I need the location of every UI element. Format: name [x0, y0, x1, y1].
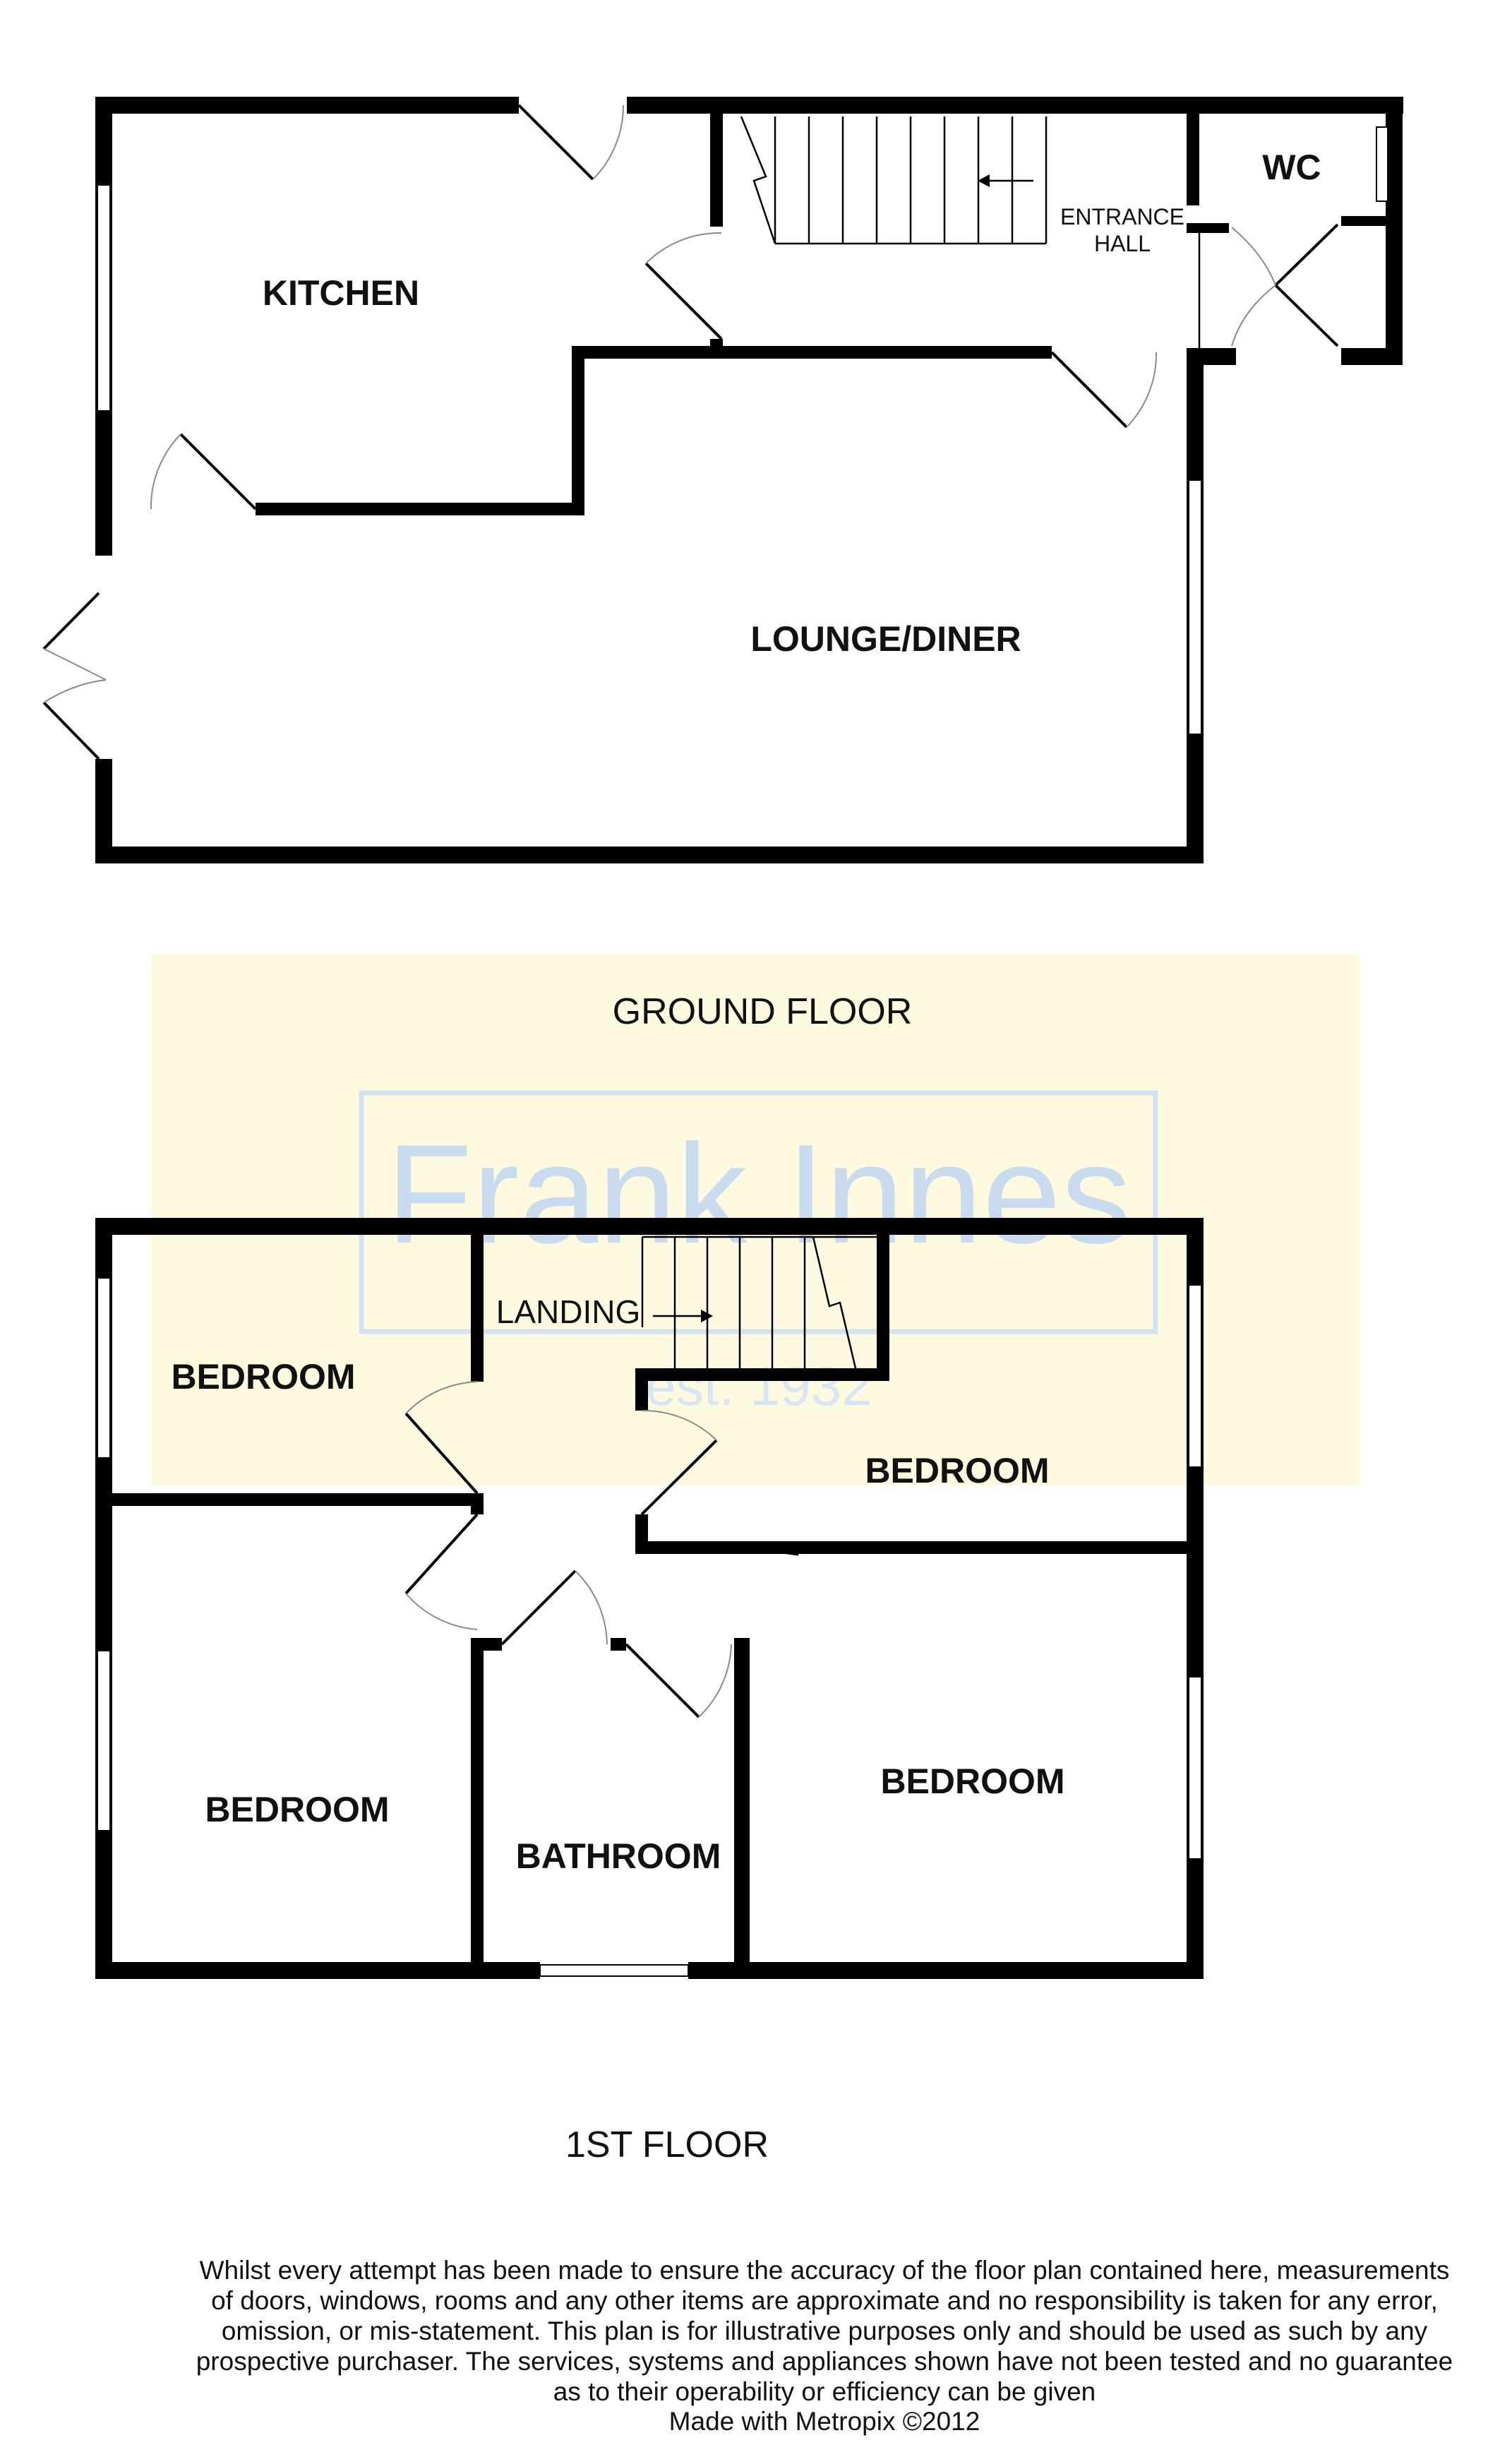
door-swing [43, 679, 107, 703]
wall [95, 759, 112, 863]
window [1188, 1284, 1202, 1468]
wall [572, 346, 1052, 359]
window [539, 1964, 689, 1977]
wall [471, 1235, 484, 1382]
wall [627, 97, 1403, 114]
door-swing [43, 648, 107, 681]
disclaimer-line: omission, or mis-statement. This plan is… [222, 2316, 1428, 2345]
wall [710, 114, 723, 227]
stair-arrow-head [978, 174, 990, 187]
room-label-lounge-diner: LOUNGE/DINER [750, 619, 1021, 659]
door [404, 1412, 479, 1495]
wall [734, 1638, 750, 1979]
door-swing [1231, 285, 1276, 347]
room-label-entrance-hall: ENTRANCE [1060, 204, 1184, 229]
wall [635, 1541, 1204, 1554]
door-swing [405, 1381, 478, 1414]
wall [95, 1962, 540, 1979]
wall [611, 1638, 626, 1651]
wall [1341, 348, 1403, 365]
wall [112, 1493, 484, 1506]
ground-floor-label: GROUND FLOOR [613, 991, 913, 1032]
room-label-entrance-hall-line2: HALL [1094, 231, 1151, 256]
wall [484, 1638, 502, 1651]
room-label-bathroom: BATHROOM [516, 1836, 721, 1876]
first-floor-label: 1ST FLOOR [565, 2124, 769, 2165]
door [517, 104, 594, 181]
door-swing [150, 433, 181, 510]
room-label-wc: WC [1262, 148, 1321, 187]
door [1274, 284, 1339, 347]
wall [95, 97, 519, 114]
wall [1187, 114, 1199, 205]
wall [1187, 223, 1229, 233]
wall [877, 1235, 889, 1381]
door [42, 592, 100, 650]
window [97, 184, 111, 412]
door-swing [1126, 352, 1158, 428]
first-floor-stairs [641, 1236, 877, 1369]
wall [1341, 216, 1403, 226]
disclaimer-line: as to their operability or efficiency ca… [553, 2377, 1096, 2406]
room-label-bedroom-top-left: BEDROOM [171, 1357, 355, 1397]
room-label-bedroom-bottom-right: BEDROOM [880, 1762, 1064, 1801]
wall [471, 1493, 484, 1514]
wall [572, 346, 584, 515]
door-swing [645, 232, 722, 264]
wall [95, 1218, 1204, 1235]
watermark-name: Frank Innes [386, 1116, 1132, 1273]
wall [635, 1368, 889, 1381]
disclaimer-line: of doors, windows, rooms and any other i… [211, 2286, 1438, 2315]
door [404, 1513, 479, 1595]
window [1376, 126, 1388, 202]
disclaimer: Whilst every attempt has been made to en… [196, 2256, 1453, 2436]
room-label-bedroom-top-right: BEDROOM [865, 1451, 1049, 1490]
door [42, 701, 100, 760]
door-swing [698, 1644, 732, 1718]
watermark-frame [359, 1090, 1158, 1334]
disclaimer-credit: Made with Metropix ©2012 [669, 2407, 980, 2436]
door-swing [405, 1593, 478, 1630]
door [625, 1643, 700, 1718]
wall [256, 503, 584, 515]
first-floor-plan [95, 1218, 1204, 1979]
disclaimer-line: prospective purchaser. The services, sys… [196, 2347, 1453, 2376]
door [179, 433, 257, 510]
wall [471, 1638, 484, 1979]
window [97, 1650, 111, 1831]
ground-floor-stairs [740, 116, 1048, 245]
door-swing [575, 1570, 608, 1645]
door-swing [641, 1409, 717, 1441]
door [640, 1439, 718, 1516]
door [1050, 351, 1128, 429]
disclaimer-line: Whilst every attempt has been made to en… [200, 2256, 1450, 2285]
window [97, 1277, 111, 1459]
watermark-established: est. 1932 [646, 1355, 872, 1417]
sliding-door-mark [748, 1542, 844, 1556]
door [1274, 223, 1339, 287]
stair-arrow-head [701, 1310, 713, 1322]
door-swing [1231, 227, 1276, 286]
wall [635, 1368, 648, 1411]
door [500, 1569, 577, 1646]
window [1188, 479, 1202, 735]
window [1188, 1676, 1202, 1860]
room-label-landing: LANDING [496, 1293, 640, 1330]
door-swing [592, 104, 625, 180]
room-label-kitchen: KITCHEN [263, 273, 419, 313]
wall [1187, 348, 1236, 365]
wall [688, 1962, 1204, 1979]
ground-floor-plan [42, 97, 1403, 863]
wall [95, 847, 1204, 863]
room-label-bedroom-bottom-left: BEDROOM [205, 1790, 389, 1829]
door [644, 262, 723, 340]
